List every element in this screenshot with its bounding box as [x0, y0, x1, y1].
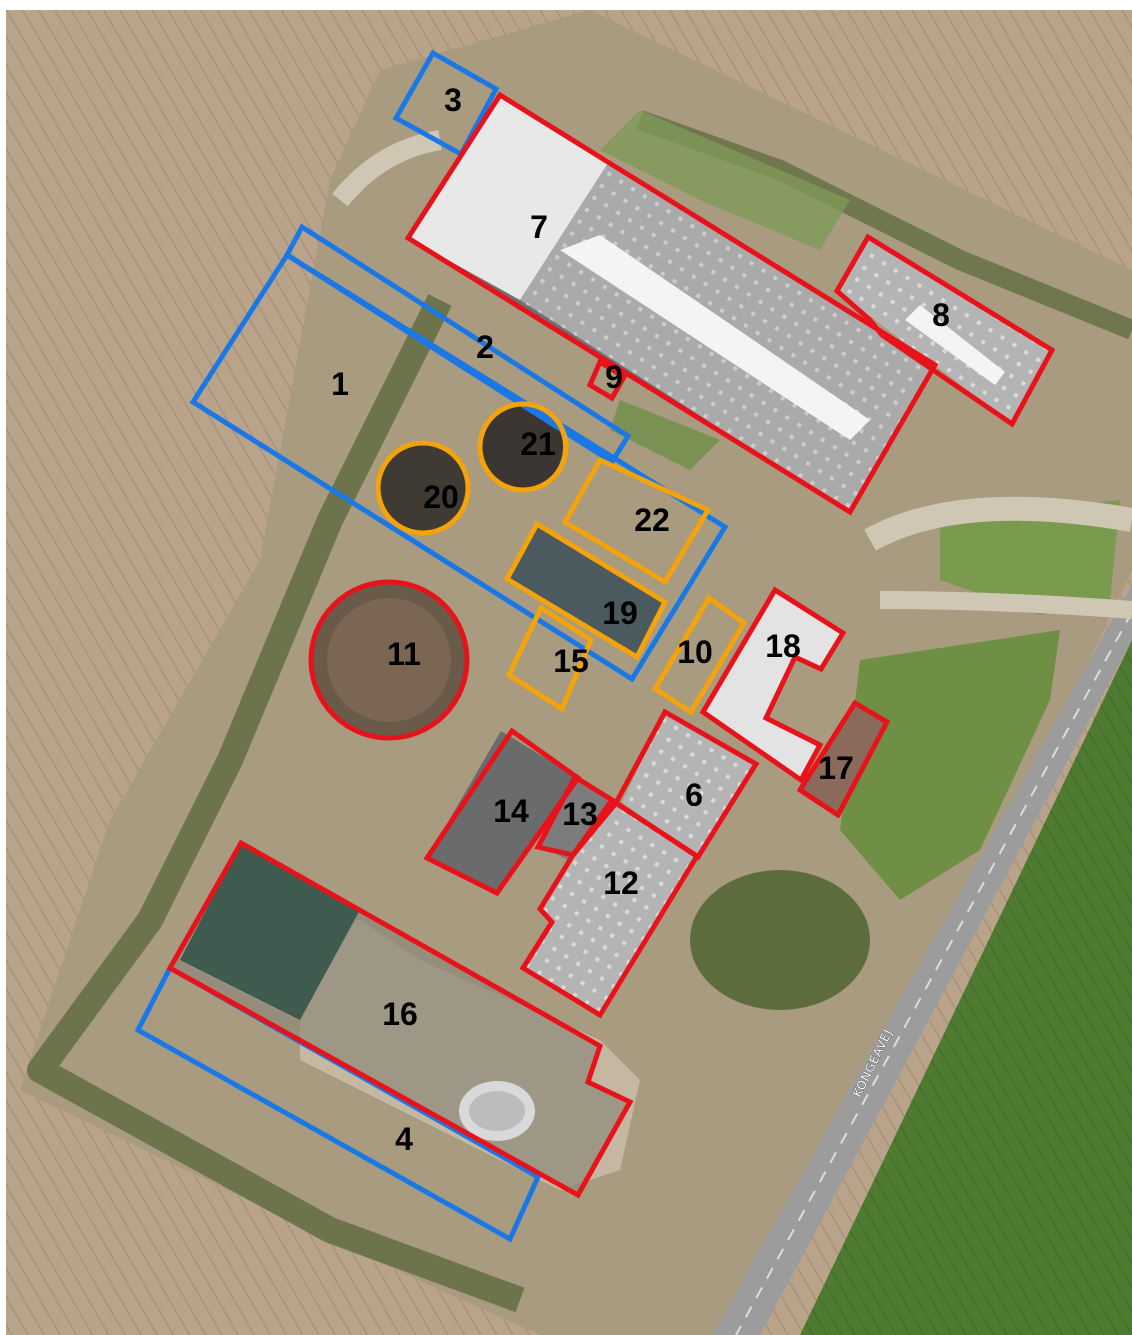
zone-13-label: 13 — [562, 796, 598, 832]
zone-3-label: 3 — [444, 82, 462, 118]
zone-20-label: 20 — [423, 479, 459, 515]
zone-7-label: 7 — [530, 209, 548, 245]
zone-13-outline[interactable] — [534, 773, 616, 858]
zone-17-label: 17 — [818, 750, 854, 786]
zone-9-label: 9 — [605, 359, 623, 395]
zone-outlines — [134, 49, 1056, 1243]
zone-17-outline[interactable] — [796, 699, 891, 819]
zone-1-label: 1 — [331, 366, 349, 402]
zone-18-label: 18 — [765, 628, 801, 664]
zone-14-outline[interactable] — [423, 727, 582, 897]
zone-7-outline[interactable] — [404, 91, 939, 516]
zone-11-label: 11 — [387, 636, 421, 672]
zone-16-label: 16 — [382, 996, 418, 1032]
zone-6-label: 6 — [685, 777, 703, 813]
zone-2-outline[interactable] — [283, 223, 632, 466]
zone-15-outline[interactable] — [505, 604, 595, 713]
zone-14-label: 14 — [493, 793, 529, 829]
zone-4-label: 4 — [395, 1121, 413, 1157]
zone-12-label: 12 — [603, 865, 639, 901]
zone-22-outline[interactable] — [561, 456, 712, 586]
green-crop-field — [800, 640, 1132, 1335]
zone-16-outline[interactable] — [166, 839, 634, 1199]
zone-12-outline[interactable] — [519, 799, 701, 1019]
hedgerow — [27, 294, 525, 1313]
zone-labels: 1 2 3 4 6 7 8 9 10 11 12 13 14 15 16 17 … — [331, 82, 950, 1157]
zone-19-outline[interactable] — [503, 520, 669, 661]
zone-18-outline[interactable] — [699, 586, 847, 784]
road-kongeavej — [712, 585, 1132, 1335]
zone-22-label: 22 — [634, 502, 670, 538]
zone-19-label: 19 — [602, 595, 638, 631]
lawn-east — [840, 630, 1060, 900]
zone-21-outline[interactable] — [477, 401, 569, 493]
zone-1-outline[interactable] — [189, 251, 729, 683]
zone-10-outline[interactable] — [651, 594, 748, 716]
lawn-northeast — [940, 500, 1120, 615]
tree-clump — [690, 870, 870, 1010]
zone-15-label: 15 — [553, 643, 589, 679]
zone-9-outline[interactable] — [586, 358, 628, 402]
zone-21-label: 21 — [520, 426, 556, 462]
zone-10-label: 10 — [677, 634, 713, 670]
zone-8-label: 8 — [932, 297, 950, 333]
zone-11-outline[interactable] — [308, 579, 470, 741]
zone-8-outline[interactable] — [833, 233, 1056, 428]
zone-20-outline[interactable] — [375, 440, 471, 536]
zone-2-label: 2 — [476, 329, 494, 365]
